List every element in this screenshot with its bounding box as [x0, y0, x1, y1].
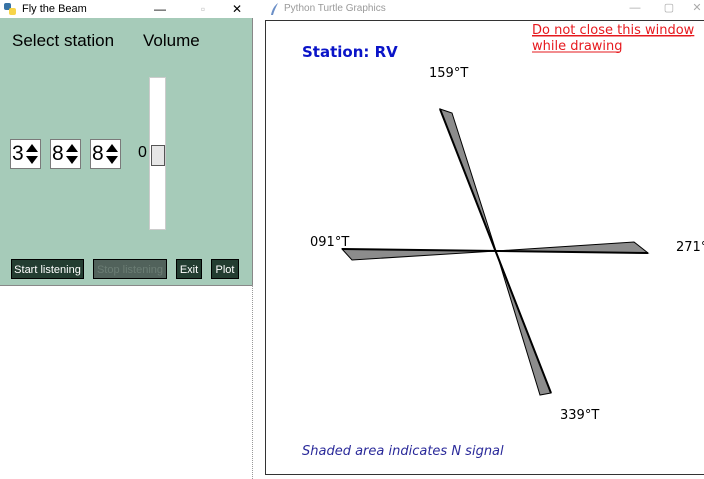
right-titlebar: Python Turtle Graphics — ▢ ✕	[262, 0, 704, 20]
spinner-arrows-icon[interactable]	[65, 142, 79, 166]
spinner-arrows-icon[interactable]	[105, 142, 119, 166]
maximize-button[interactable]: ▫	[200, 2, 206, 16]
right-window-title: Python Turtle Graphics	[284, 3, 386, 14]
spinner-arrows-icon[interactable]	[25, 142, 39, 166]
bearing-label-339: 339°T	[560, 408, 599, 423]
station-digit-1-spinner[interactable]: 3	[10, 139, 41, 169]
plot-button[interactable]: Plot	[211, 259, 239, 279]
volume-value: 0	[138, 144, 147, 161]
beam-diagram: Station: RV Do not close this window whi…	[302, 23, 704, 459]
exit-button[interactable]: Exit	[176, 259, 202, 279]
left-titlebar: Fly the Beam — ▫ ✕	[0, 0, 253, 18]
feather-app-icon	[271, 3, 278, 15]
bearing-label-091: 091°T	[310, 235, 349, 250]
warning-line-2: while drawing	[532, 39, 623, 54]
fly-the-beam-window: Fly the Beam — ▫ ✕ Select station Volume…	[0, 0, 253, 479]
start-listening-button[interactable]: Start listening	[11, 259, 84, 279]
minimize-button[interactable]: —	[629, 2, 641, 14]
stop-listening-button[interactable]: Stop listening	[93, 259, 167, 279]
bearing-label-159: 159°T	[429, 66, 468, 81]
select-station-label: Select station	[12, 31, 115, 50]
station-title: Station: RV	[302, 43, 398, 61]
spinner-value: 3	[12, 142, 24, 165]
warning-line-1: Do not close this window	[532, 23, 695, 38]
left-window-title: Fly the Beam	[22, 3, 87, 15]
volume-slider[interactable]	[149, 77, 166, 230]
volume-label: Volume	[143, 31, 200, 50]
station-panel: Select station Volume 3 8 8 0	[0, 18, 253, 286]
close-button[interactable]: ✕	[692, 2, 702, 14]
spinner-value: 8	[92, 142, 104, 165]
bearing-label-271: 271°T	[676, 240, 704, 255]
station-digit-3-spinner[interactable]: 8	[90, 139, 121, 169]
footnote: Shaded area indicates N signal	[302, 444, 504, 459]
turtle-graphics-window: Python Turtle Graphics — ▢ ✕ Station: RV…	[262, 0, 704, 479]
volume-slider-thumb[interactable]	[151, 145, 165, 166]
close-button[interactable]: ✕	[231, 2, 243, 16]
window-separator	[252, 285, 253, 479]
station-digit-2-spinner[interactable]: 8	[50, 139, 81, 169]
beam-line-east-west	[341, 248, 649, 254]
maximize-button[interactable]: ▢	[663, 2, 675, 14]
python-app-icon	[4, 3, 16, 15]
minimize-button[interactable]: —	[154, 2, 166, 16]
turtle-canvas[interactable]: Station: RV Do not close this window whi…	[265, 20, 704, 475]
spinner-value: 8	[52, 142, 64, 165]
